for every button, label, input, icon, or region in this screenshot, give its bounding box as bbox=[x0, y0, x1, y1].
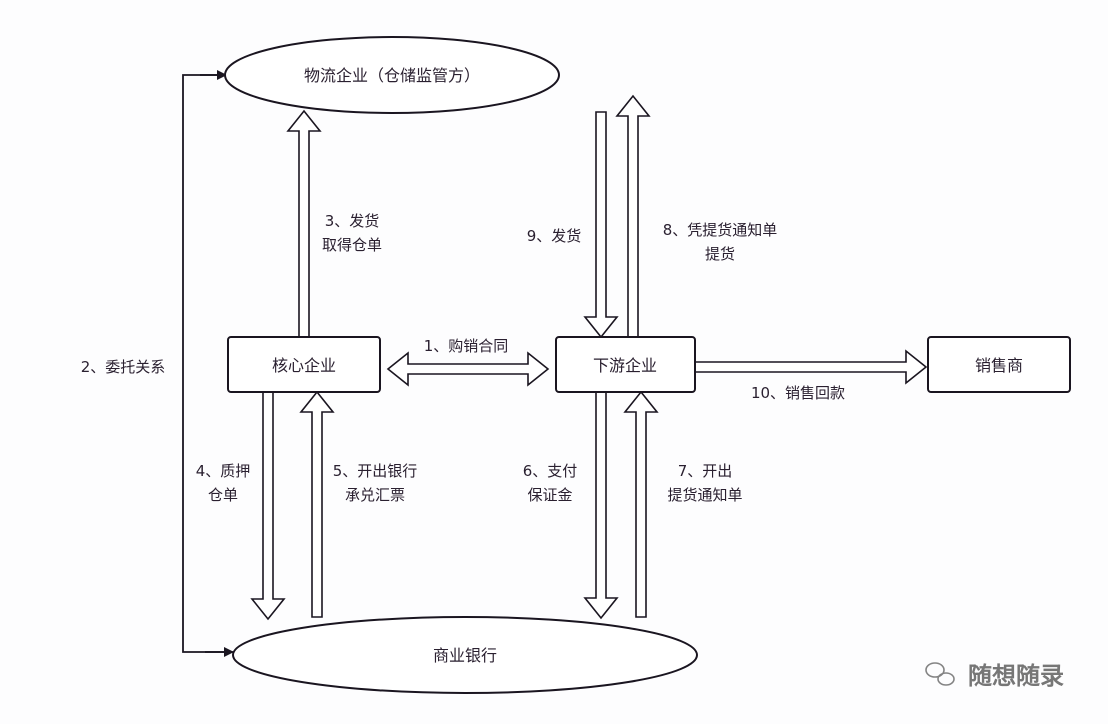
edge-label-3a: 3、发货 bbox=[325, 212, 380, 230]
arrow-9-logistics-to-downstream bbox=[583, 111, 619, 339]
edge-label-4b: 仓单 bbox=[208, 486, 238, 504]
edge-label-7b: 提货通知单 bbox=[667, 486, 742, 504]
arrow-8-downstream-to-logistics bbox=[615, 94, 651, 338]
arrow-10-sales-payment bbox=[694, 349, 928, 385]
edge-label-6a: 6、支付 bbox=[523, 462, 578, 480]
entrust-relation-line bbox=[182, 74, 232, 653]
edge-label-8a: 8、凭提货通知单 bbox=[663, 221, 778, 239]
arrow-3-core-to-logistics bbox=[286, 109, 322, 338]
edge-label-7a: 7、开出 bbox=[678, 462, 733, 480]
node-logistics: 物流企业（仓储监管方） bbox=[224, 36, 560, 114]
node-downstream-label: 下游企业 bbox=[593, 356, 657, 375]
edge-label-5a: 5、开出银行 bbox=[333, 462, 418, 480]
arrow-7-bank-to-downstream bbox=[623, 390, 659, 618]
node-seller: 销售商 bbox=[927, 336, 1071, 393]
edge-label-4a: 4、质押 bbox=[196, 462, 251, 480]
edge-label-2: 2、委托关系 bbox=[81, 358, 166, 376]
node-logistics-label: 物流企业（仓储监管方） bbox=[304, 66, 480, 85]
node-core-label: 核心企业 bbox=[272, 356, 336, 375]
node-downstream: 下游企业 bbox=[555, 336, 696, 393]
arrow-4-core-to-bank bbox=[250, 391, 286, 621]
node-seller-label: 销售商 bbox=[975, 356, 1023, 375]
arrow-1-purchase-contract bbox=[386, 351, 550, 387]
edge-label-6b: 保证金 bbox=[527, 486, 572, 504]
edge-label-10: 10、销售回款 bbox=[751, 384, 845, 402]
edge-label-1: 1、购销合同 bbox=[424, 337, 509, 355]
edge-label-5b: 承兑汇票 bbox=[345, 486, 405, 504]
node-bank: 商业银行 bbox=[232, 616, 698, 694]
arrow-5-bank-to-core bbox=[299, 390, 335, 618]
node-core: 核心企业 bbox=[227, 336, 381, 393]
edge-label-9: 9、发货 bbox=[527, 227, 582, 245]
node-bank-label: 商业银行 bbox=[433, 646, 497, 665]
wechat-icon bbox=[925, 662, 955, 686]
watermark: 随想随录 bbox=[925, 662, 1064, 690]
watermark-text: 随想随录 bbox=[968, 662, 1064, 690]
edge-label-3b: 取得仓单 bbox=[322, 236, 382, 254]
arrow-6-downstream-to-bank bbox=[583, 391, 619, 620]
edge-label-8b: 提货 bbox=[705, 245, 735, 263]
